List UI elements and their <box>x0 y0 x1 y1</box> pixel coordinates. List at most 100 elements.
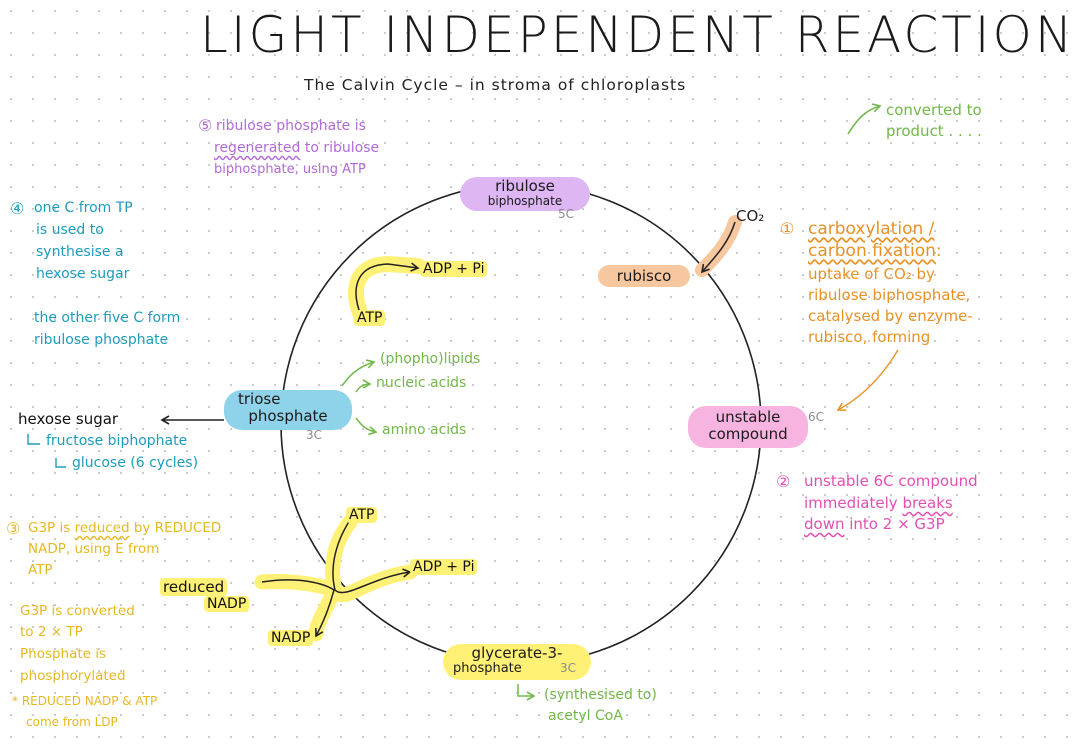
step1-colon: : <box>935 241 942 261</box>
step1-number: ① <box>780 219 795 238</box>
tp-carbons: 3C <box>306 428 323 442</box>
tp-line2: phosphate <box>248 406 328 425</box>
step5-number: ⑤ <box>198 116 213 135</box>
step1-heading2: carbon fixation <box>808 241 936 261</box>
tp-pill: triose phosphate <box>224 390 352 430</box>
step3-line1-wrap: G3P is reduced by REDUCED <box>28 520 221 537</box>
step1-heading2-wrap: carbon fixation: <box>808 241 942 262</box>
step5-line3: biphosphate, using ATP <box>214 162 366 177</box>
step2-line3-u: down <box>804 515 845 533</box>
lower-atp-label: ATP <box>346 507 378 525</box>
step2-line2-pre: immediately <box>804 494 903 512</box>
step3-number: ③ <box>6 519 21 538</box>
nadp-text: NADP <box>268 630 314 646</box>
step4-line4: hexose sugar <box>36 266 130 282</box>
lower-adp-text: ADP + Pi <box>410 559 478 575</box>
step2-line2-wrap: immediately breaks <box>804 494 953 513</box>
step5-line2-u: regenerated <box>214 140 301 156</box>
step3-note-1: G3P is converted <box>20 603 135 619</box>
upper-adp-text: ADP + Pi <box>420 261 488 277</box>
page-title: LIGHT INDEPENDENT REACTION <box>200 6 1076 64</box>
unstable-carbons: 6C <box>808 410 825 424</box>
step2-number: ② <box>776 472 791 491</box>
step5-line2-wrap: regenerated to ribulose <box>214 140 379 158</box>
step4-number: ④ <box>10 199 25 218</box>
co2-highlight <box>695 215 742 277</box>
upper-adp-label: ADP + Pi <box>420 261 488 279</box>
step4-line3: synthesise a <box>36 244 124 260</box>
step3-note-2: to 2 × TP <box>20 624 83 640</box>
reduced-nadp-label: NADP <box>204 596 250 614</box>
tp-line1: triose <box>238 390 281 408</box>
step3-footnote-2: come from LDP <box>26 715 118 729</box>
step2-line2-u: breaks <box>902 494 953 512</box>
step3-line1-post: by REDUCED <box>129 520 222 536</box>
step1-body-2: ribulose biphosphate, <box>808 286 971 304</box>
g3p-product-2: acetyl CoA <box>548 708 623 724</box>
step2-line3-post: into 2 × G3P <box>844 515 945 533</box>
step3-note-3: Phosphate is <box>20 646 107 662</box>
step4-line2: is used to <box>36 222 104 238</box>
step3-line2: NADP, using E from <box>28 541 160 557</box>
step1-arrow <box>836 349 899 411</box>
g3p-line1: glycerate-3- <box>471 644 563 662</box>
upper-atp-arrow <box>355 262 420 319</box>
page-subtitle: The Calvin Cycle – in stroma of chloropl… <box>304 76 687 94</box>
step3-line3: ATP <box>28 562 53 578</box>
lower-adp-label: ADP + Pi <box>410 559 478 577</box>
glucose-hook <box>55 458 66 468</box>
nucleic-arrow <box>355 379 372 393</box>
step1-body-1: uptake of CO₂ by <box>808 265 935 283</box>
converted-line2: product . . . . <box>886 122 982 140</box>
co2-arrow <box>700 221 736 274</box>
rubp-carbons: 5C <box>558 207 575 221</box>
g3p-carbons: 3C <box>560 661 577 675</box>
unstable-pill: unstable compound <box>688 406 808 448</box>
step5-line1: ribulose phosphate is <box>216 118 366 134</box>
step1-body-4: rubisco, forming <box>808 328 931 346</box>
step2-line1: unstable 6C compound <box>804 472 978 490</box>
reduced-nadp-arrow <box>261 579 335 638</box>
step5-line2-post: to ribulose <box>300 140 380 156</box>
converted-arrow <box>847 103 882 135</box>
tp-product-lipids: (phopho)lipids <box>380 351 481 367</box>
converted-line1: converted to <box>886 101 982 119</box>
rubp-line1: ribulose <box>495 177 555 195</box>
upper-atp-label: ATP <box>354 310 386 328</box>
hexose-label: hexose sugar <box>18 410 119 428</box>
unstable-line1: unstable <box>715 408 781 426</box>
lower-atp-text: ATP <box>346 507 378 523</box>
rubisco-pill: rubisco <box>598 265 690 287</box>
amino-arrow <box>355 417 378 436</box>
step3-line1-pre: G3P is <box>28 520 75 536</box>
g3p-pill: glycerate-3- phosphate <box>443 644 591 680</box>
step3-footnote-1: * REDUCED NADP & ATP <box>12 694 158 708</box>
rubp-line2: biphosphate <box>487 193 563 208</box>
g3p-line2: phosphate <box>453 660 522 676</box>
acetyl-hook <box>517 684 536 701</box>
step1-body-3: catalysed by enzyme- <box>808 307 973 325</box>
lipids-arrow <box>341 359 376 387</box>
fructose-hook <box>27 434 40 445</box>
step3-note-4: phosphorylated <box>20 668 126 684</box>
nadp-label: NADP <box>268 630 314 648</box>
tp-product-amino: amino acids <box>382 422 467 438</box>
rubp-pill: ribulose biphosphate <box>460 177 590 211</box>
tp-product-nucleic: nucleic acids <box>376 375 467 391</box>
co2-label: CO₂ <box>736 207 765 225</box>
step1-heading1: carboxylation / <box>808 219 935 239</box>
hexose-glucose: glucose (6 cycles) <box>72 455 199 471</box>
step2-line3-wrap: down into 2 × G3P <box>804 515 945 534</box>
lower-atp-adp-arrow <box>332 519 412 594</box>
step4-extra2: ribulose phosphate <box>34 332 169 348</box>
hexose-fructose: fructose biphophate <box>46 433 188 449</box>
step4-line1: one C from TP <box>34 200 133 216</box>
reduced-label: reduced <box>160 578 228 597</box>
unstable-line2: compound <box>708 424 788 443</box>
step3-line1-u: reduced <box>74 520 130 536</box>
reduced-nadp-text: NADP <box>204 596 250 612</box>
upper-atp-text: ATP <box>354 310 386 326</box>
step4-extra1: the other five C form <box>34 310 181 326</box>
g3p-product-1: (synthesised to) <box>544 687 657 703</box>
reduced-text: reduced <box>160 578 228 596</box>
